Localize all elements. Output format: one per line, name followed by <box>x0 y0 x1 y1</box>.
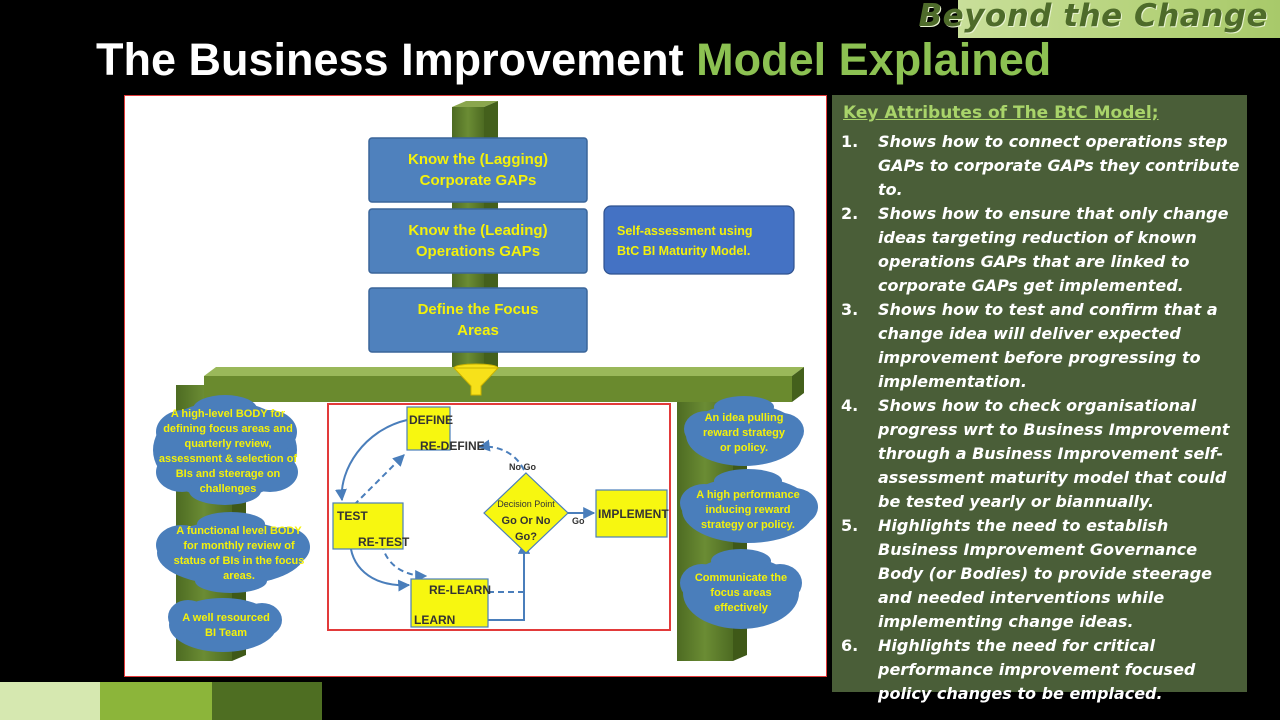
key-attributes-heading: Key Attributes of The BtC Model; <box>843 103 1159 123</box>
title-accent: Model Explained <box>696 34 1052 85</box>
key-attributes-list: 1. Shows how to connect operations step G… <box>841 130 1243 706</box>
cloud2-line3: status of BIs in the focus <box>174 555 305 567</box>
color-swatch-strip <box>0 682 322 720</box>
swatch-dark <box>212 682 322 720</box>
attribute-number: 5. <box>841 516 859 535</box>
attribute-number: 4. <box>841 396 859 415</box>
cloud-idea-pulling: An idea pulling reward strategy or polic… <box>684 396 804 466</box>
step-focus-line1: Define the Focus <box>418 301 539 318</box>
swatch-mid <box>100 682 212 720</box>
go-label: Go <box>572 516 585 526</box>
cloud1-line2: defining focus areas and <box>163 423 293 435</box>
brand-text: Beyond the Change <box>918 0 1268 34</box>
cloud6-line1: Communicate the <box>695 572 787 584</box>
step-box-leading: Know the (Leading) Operations GAPs <box>368 208 588 274</box>
step-box-focus-areas: Define the Focus Areas <box>368 287 588 353</box>
cloud-bi-team: A well resourced BI Team <box>168 598 282 652</box>
cloud1-line5: BIs and steerage on <box>176 468 281 480</box>
cloud-high-performance: A high performance inducing reward strat… <box>680 469 818 543</box>
attribute-number: 1. <box>841 132 859 151</box>
swatch-light <box>0 682 100 720</box>
attribute-item: 6. Highlights the need for critical perfo… <box>841 634 1243 706</box>
attribute-text: Shows how to ensure that only change ide… <box>878 204 1229 295</box>
decision-diamond: Decision Point Go Or No Go? <box>483 472 569 554</box>
box-define: DEFINE RE-DEFINE <box>406 406 485 453</box>
horizontal-beam <box>204 367 804 402</box>
box-implement: IMPLEMENT <box>595 489 669 538</box>
cloud2-line4: areas. <box>223 570 255 582</box>
step-leading-line1: Know the (Leading) <box>408 222 547 239</box>
key-attributes-panel: Key Attributes of The BtC Model; 1. Shows… <box>832 95 1247 703</box>
attribute-number: 3. <box>841 300 859 319</box>
step-lagging-line1: Know the (Lagging) <box>408 151 548 168</box>
self-assessment-line1: Self-assessment using <box>617 224 752 238</box>
slide-title: The Business Improvement Model Explained <box>96 34 1051 86</box>
attribute-item: 2. Shows how to ensure that only change i… <box>841 202 1243 298</box>
cloud4-line2: reward strategy <box>703 427 786 439</box>
cloud1-line1: A high-level BODY for <box>171 408 286 420</box>
step-box-lagging: Know the (Lagging) Corporate GAPs <box>368 137 588 203</box>
relearn-label: RE-LEARN <box>429 583 491 597</box>
title-main: The Business Improvement <box>96 34 697 85</box>
attribute-text: Highlights the need for critical perform… <box>878 636 1196 703</box>
funnel-icon <box>452 363 500 396</box>
box-learn: RE-LEARN LEARN <box>410 578 491 628</box>
redefine-label: RE-DEFINE <box>420 439 485 453</box>
decision-line2: Go Or No <box>502 515 551 527</box>
attribute-text: Highlights the need to establish Busines… <box>878 516 1212 631</box>
cloud3-line2: BI Team <box>205 627 247 639</box>
cloud6-line3: effectively <box>714 602 769 614</box>
decision-line1: Decision Point <box>497 499 555 509</box>
self-assessment-line2: BtC BI Maturity Model. <box>617 244 750 258</box>
decision-line3: Go? <box>515 531 537 543</box>
define-label: DEFINE <box>409 413 453 427</box>
cloud-communicate: Communicate the focus areas effectively <box>680 549 802 629</box>
attribute-text: Shows how to connect operations step GAP… <box>878 132 1240 199</box>
nogo-label: No Go <box>509 462 536 472</box>
step-lagging-line2: Corporate GAPs <box>420 172 537 189</box>
step-leading-line2: Operations GAPs <box>416 243 540 260</box>
retest-label: RE-TEST <box>358 535 410 549</box>
bi-model-diagram: Know the (Lagging) Corporate GAPs Know t… <box>124 95 827 677</box>
cloud5-line2: inducing reward <box>706 504 791 516</box>
attribute-item: 1. Shows how to connect operations step G… <box>841 130 1243 202</box>
learn-label: LEARN <box>414 613 455 627</box>
cloud6-line2: focus areas <box>710 587 771 599</box>
attribute-item: 4. Shows how to check organisational prog… <box>841 394 1243 514</box>
brand-banner: Beyond the Change <box>919 0 1280 38</box>
attribute-item: 3. Shows how to test and confirm that a c… <box>841 298 1243 394</box>
attribute-item: 5. Highlights the need to establish Busin… <box>841 514 1243 634</box>
implement-label: IMPLEMENT <box>598 507 669 521</box>
cloud2-line2: for monthly review of <box>183 540 295 552</box>
attribute-number: 6. <box>841 636 859 655</box>
cloud-high-level-body: A high-level BODY for defining focus are… <box>153 395 298 505</box>
attribute-text: Shows how to check organisational progre… <box>878 396 1230 511</box>
cloud5-line1: A high performance <box>696 489 800 501</box>
cloud1-line4: assessment & selection of <box>159 453 298 465</box>
attribute-number: 2. <box>841 204 859 223</box>
cloud4-line1: An idea pulling <box>705 412 784 424</box>
cloud1-line3: quarterly review, <box>184 438 271 450</box>
cloud3-line1: A well resourced <box>182 612 270 624</box>
cloud4-line3: or policy. <box>720 442 768 454</box>
self-assessment-box: Self-assessment using BtC BI Maturity Mo… <box>603 205 795 275</box>
cloud1-line6: challenges <box>200 483 257 495</box>
cloud5-line3: strategy or policy. <box>701 519 795 531</box>
cloud2-line1: A functional level BODY <box>176 525 302 537</box>
box-test: TEST RE-TEST <box>332 502 410 550</box>
step-focus-line2: Areas <box>457 322 499 339</box>
cloud-functional-body: A functional level BODY for monthly revi… <box>156 512 310 593</box>
attribute-text: Shows how to test and confirm that a cha… <box>878 300 1218 391</box>
test-label: TEST <box>337 509 368 523</box>
